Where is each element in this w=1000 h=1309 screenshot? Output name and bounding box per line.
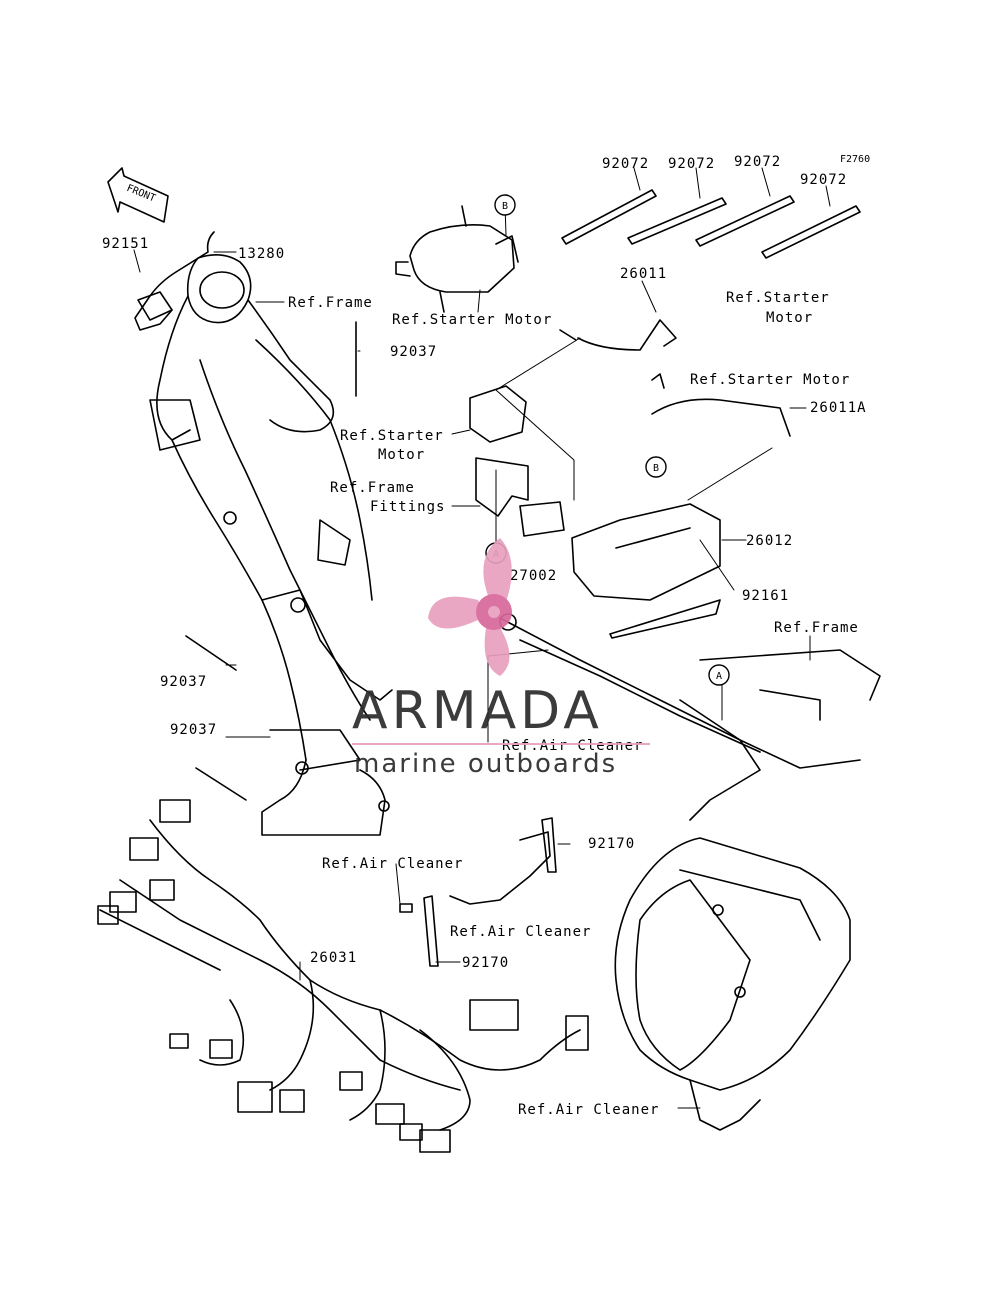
ref-starter-mid: Ref.Starter Motor [690,372,850,388]
ref-starter-right-2: Motor [766,310,813,326]
marker-a-right: A [716,671,722,682]
battery-drawing [571,503,721,639]
callout-13280: 13280 [238,246,285,262]
callout-92037-mid: 92037 [160,674,207,690]
reference-markers: B B A A [485,194,730,686]
figure-code: F2760 [840,154,870,165]
starter-motor-drawing [395,205,519,313]
callout-26011: 26011 [620,266,667,282]
air-cleaner-drawing [614,837,851,1131]
brand-name: ARMADA [352,681,603,741]
ref-air-cleaner-3: Ref.Air Cleaner [450,924,591,940]
ref-starter-motor-top: Ref.Starter Motor [392,312,552,328]
ref-starter-left-1: Ref.Starter [340,428,444,444]
callout-92037-low: 92037 [170,722,217,738]
cable-tie-drawings [561,189,861,259]
ref-starter-left-2: Motor [378,447,425,463]
ref-frame-top: Ref.Frame [288,295,373,311]
ref-air-cleaner-4: Ref.Air Cleaner [518,1102,659,1118]
callout-92037-top: 92037 [390,344,437,360]
starter-relay-drawing [469,319,791,537]
callout-92151: 92151 [102,236,149,252]
marker-b-top: B [502,201,508,212]
callout-92072-c: 92072 [734,154,781,170]
brand-tagline: marine outboards [354,749,617,779]
ref-air-cleaner-2: Ref.Air Cleaner [322,856,463,872]
armada-watermark: ARMADA marine outboards [352,538,650,779]
propeller-logo-icon [428,538,512,676]
ref-frame-fittings-1: Ref.Frame [330,480,415,496]
front-label: FRONT [125,183,157,204]
callout-92170-b: 92170 [462,955,509,971]
marker-b-mid: B [653,463,659,474]
leader-lines [133,167,831,1109]
callout-92072-a: 92072 [602,156,649,172]
ref-starter-right-1: Ref.Starter [726,290,830,306]
callout-27002: 27002 [510,568,557,584]
wiring-harness-drawing [97,799,589,1153]
bolt-drawings [185,321,357,801]
air-cleaner-bracket-drawing [399,817,557,967]
front-arrow-icon [107,167,169,223]
callout-92170-a: 92170 [588,836,635,852]
ref-frame-fittings-2: Fittings [370,499,445,515]
callout-26011a: 26011A [810,400,867,416]
ref-air-cleaner-1: Ref.Air Cleaner [502,738,643,754]
callout-92072-b: 92072 [668,156,715,172]
callout-92072-d: 92072 [800,172,847,188]
callout-26012: 26012 [746,533,793,549]
callout-92161: 92161 [742,588,789,604]
frame-drawing [134,231,393,836]
callout-26031: 26031 [310,950,357,966]
ref-frame-right: Ref.Frame [774,620,859,636]
callout-labels: F2760 92072 92072 92072 92072 92151 1328… [102,154,870,1118]
